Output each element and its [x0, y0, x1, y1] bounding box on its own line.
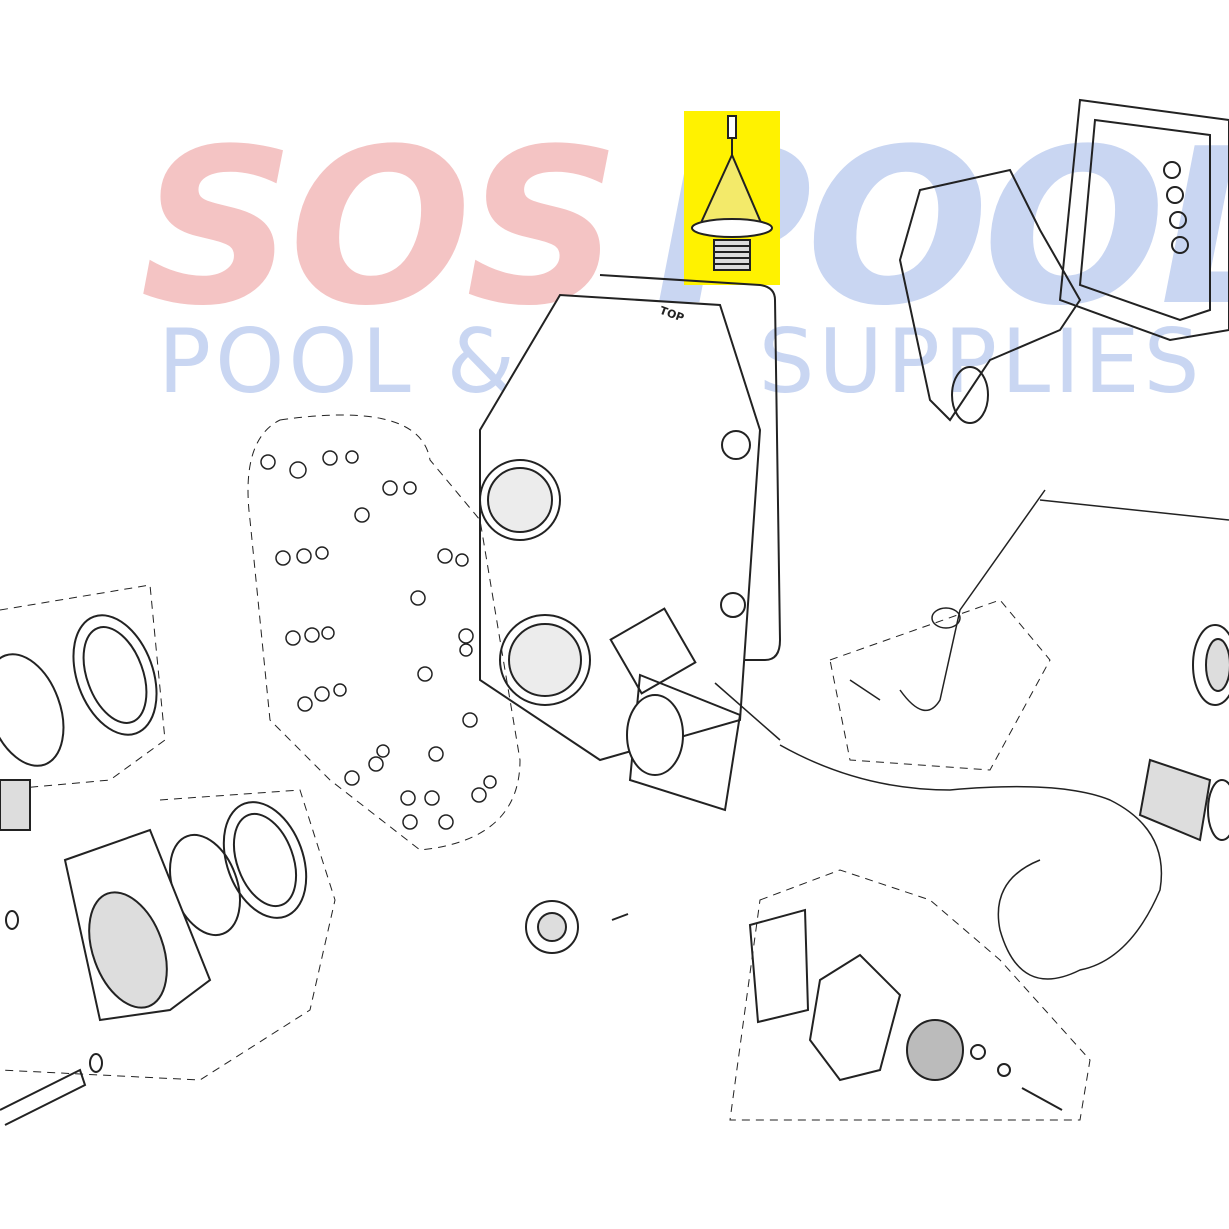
nuts-and-washers: [260, 450, 497, 830]
small-parts: [525, 673, 1091, 1121]
hardware-group-outline: [247, 414, 521, 851]
manifold-housing: TOP: [479, 274, 782, 762]
highlighted-thermostat-part[interactable]: [684, 111, 780, 285]
right-fittings: [1138, 624, 1229, 842]
watermark-sos: SOS: [140, 102, 620, 353]
control-box: [898, 98, 1229, 424]
sensor-wire: [714, 489, 1229, 980]
union-fittings: [0, 584, 336, 1126]
